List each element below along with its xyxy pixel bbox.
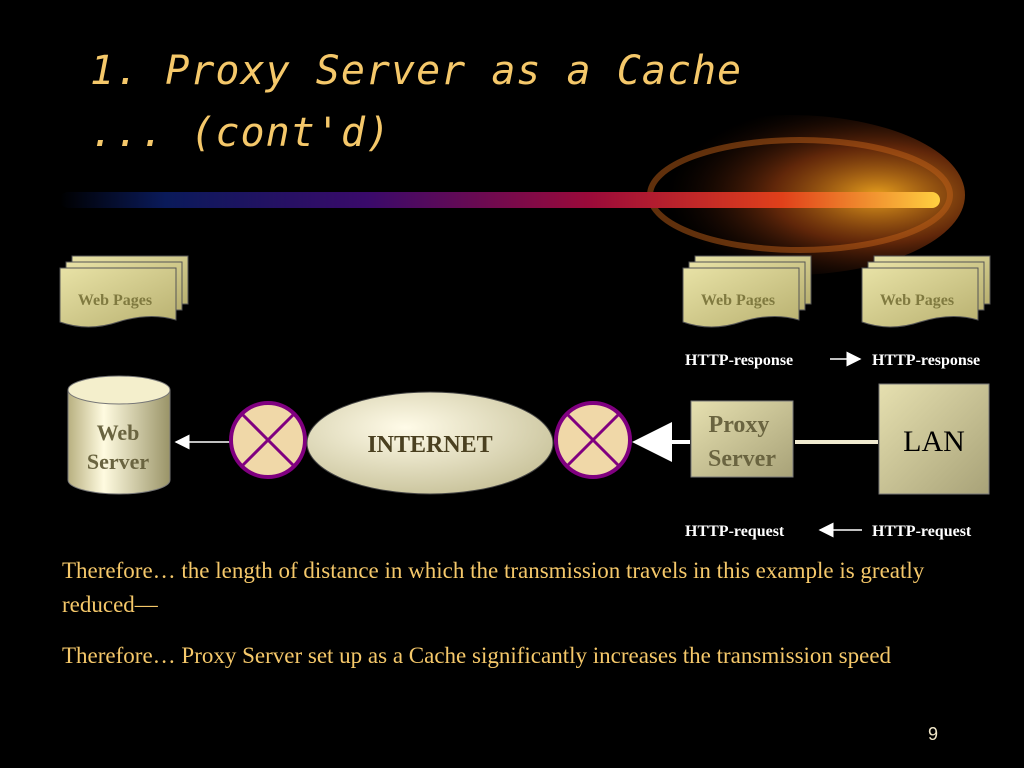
- web-pages-label: Web Pages: [701, 292, 775, 309]
- slide-title: 1. Proxy Server as a Cache ... (cont'd): [90, 40, 742, 164]
- http-response-label-left: HTTP-response: [685, 352, 793, 369]
- caption-speed: Therefore… Proxy Server set up as a Cach…: [62, 643, 892, 668]
- web-pages-stack-proxy: Web Pages: [682, 255, 812, 328]
- http-response-label-right: HTTP-response: [872, 352, 980, 369]
- router-right: [554, 401, 632, 479]
- web-pages-stack-lan: Web Pages: [861, 255, 991, 328]
- proxy-label-line1: Proxy: [709, 412, 770, 438]
- web-pages-label: Web Pages: [78, 292, 152, 309]
- slide-title-line2: ... (cont'd): [90, 110, 391, 156]
- lan-label: LAN: [903, 425, 965, 458]
- web-pages-stack-server: Web Pages: [59, 255, 189, 328]
- internet-cloud: INTERNET: [306, 391, 554, 495]
- web-server-label-line2: Server: [87, 449, 150, 474]
- caption-distance: Therefore… the length of distance in whi…: [62, 558, 925, 617]
- page-number: 9: [927, 724, 938, 744]
- proxy-label-line2: Server: [708, 446, 776, 472]
- web-server-label-line1: Web: [97, 420, 140, 445]
- decorative-flare: [60, 115, 965, 275]
- http-request-label-right: HTTP-request: [872, 523, 972, 540]
- lan: LAN: [878, 383, 990, 495]
- internet-label: INTERNET: [367, 432, 492, 458]
- router-left: [229, 401, 307, 479]
- slide-title-line1: 1. Proxy Server as a Cache: [90, 48, 743, 94]
- web-pages-label: Web Pages: [880, 292, 954, 309]
- http-request-label-left: HTTP-request: [685, 523, 785, 540]
- proxy-server: Proxy Server: [690, 400, 794, 478]
- web-server: Web Server: [67, 375, 171, 495]
